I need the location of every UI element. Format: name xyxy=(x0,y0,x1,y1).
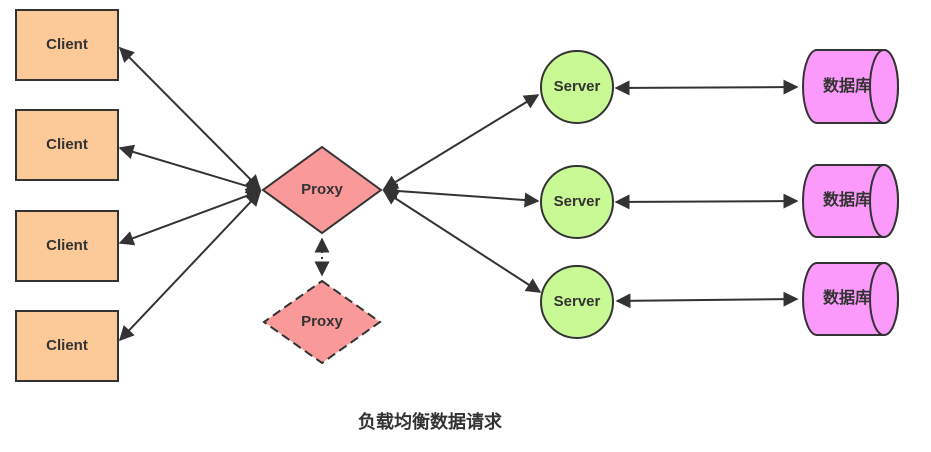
client-node-3 xyxy=(15,210,119,282)
edge-proxy-server2 xyxy=(382,183,540,208)
edge-client4-proxy xyxy=(118,190,262,342)
edge-server2-database2 xyxy=(614,193,799,210)
proxy-node-standby xyxy=(262,279,382,365)
database-node-2-cap xyxy=(869,164,899,238)
client-node-1 xyxy=(15,9,119,81)
edge-client3-proxy xyxy=(118,188,262,246)
edge-proxy-server1 xyxy=(382,94,540,190)
server-node-2 xyxy=(540,165,614,239)
server-node-1 xyxy=(540,50,614,124)
edge-client2-proxy xyxy=(118,144,262,194)
client-node-2 xyxy=(15,109,119,181)
database-node-1-cap xyxy=(869,49,899,124)
diagram-title: 负载均衡数据请求 xyxy=(358,412,502,432)
edge-client1-proxy xyxy=(118,46,262,191)
server-node-3 xyxy=(540,265,614,339)
client-node-4 xyxy=(15,310,119,382)
edge-server3-database3 xyxy=(615,291,799,309)
edge-server1-database1 xyxy=(614,79,799,96)
edge-proxy-server3 xyxy=(382,190,542,293)
database-node-3-cap xyxy=(869,262,899,336)
proxy-node-primary xyxy=(261,145,383,235)
